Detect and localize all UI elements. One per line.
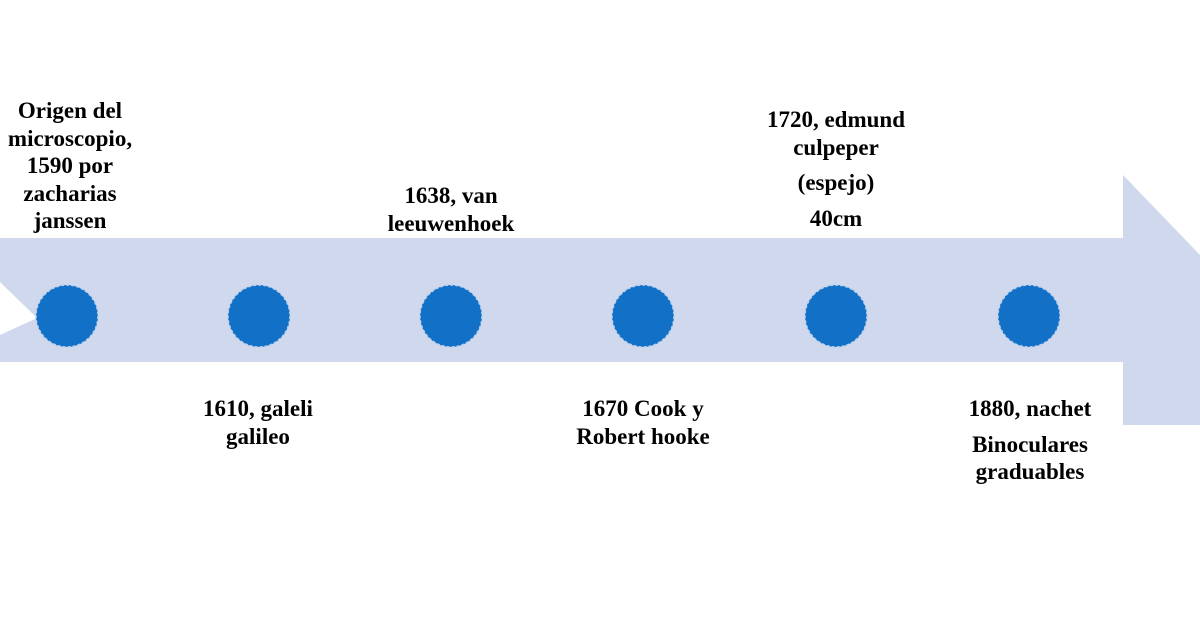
- event-1638-line-1: 1638, van: [404, 183, 498, 208]
- event-1670-line-2: Robert hooke: [576, 423, 710, 449]
- timeline-dot-3: [419, 284, 483, 348]
- event-label-1610: 1610, galeli galileo: [138, 395, 378, 450]
- event-1880-line-1: 1880, nachet: [968, 396, 1092, 421]
- event-1610-line-1: 1610, galeli: [203, 396, 313, 421]
- event-1720-line-4: 40cm: [809, 205, 863, 231]
- event-1638-line-2: leeuwenhoek: [387, 210, 515, 236]
- event-1590-line-3: 1590 por: [26, 153, 114, 179]
- event-1720-line-3: (espejo): [797, 170, 875, 196]
- timeline-dot-4: [611, 284, 675, 348]
- event-1590-line-5: janssen: [33, 208, 107, 234]
- event-label-1590: Origen del microscopio, 1590 por zachari…: [0, 97, 190, 235]
- timeline-arrow: [0, 175, 1200, 425]
- timeline-dots: [35, 284, 1061, 348]
- event-1590-line-1: Origen del: [17, 98, 123, 123]
- event-label-1880: 1880, nachet Binoculares graduables: [910, 395, 1150, 486]
- timeline-dot-5: [804, 284, 868, 348]
- event-1880-line-3: graduables: [975, 459, 1085, 485]
- timeline-dot-2: [227, 284, 291, 348]
- event-1610-line-2: galileo: [226, 423, 290, 449]
- event-1670-line-1: 1670 Cook y: [582, 396, 704, 421]
- event-1720-line-2: culpeper: [793, 134, 879, 160]
- event-1590-line-4: zacharias: [23, 180, 117, 206]
- event-1880-line-2: Binoculares: [972, 431, 1088, 457]
- event-1590-line-2: microscopio,: [7, 125, 133, 151]
- event-label-1720: 1720, edmund culpeper (espejo) 40cm: [716, 106, 956, 232]
- event-label-1670: 1670 Cook y Robert hooke: [523, 395, 763, 450]
- timeline-dot-6: [997, 284, 1061, 348]
- event-label-1638: 1638, van leeuwenhoek: [331, 182, 571, 237]
- timeline-dot-1: [35, 284, 99, 348]
- event-1720-line-1: 1720, edmund: [766, 107, 906, 132]
